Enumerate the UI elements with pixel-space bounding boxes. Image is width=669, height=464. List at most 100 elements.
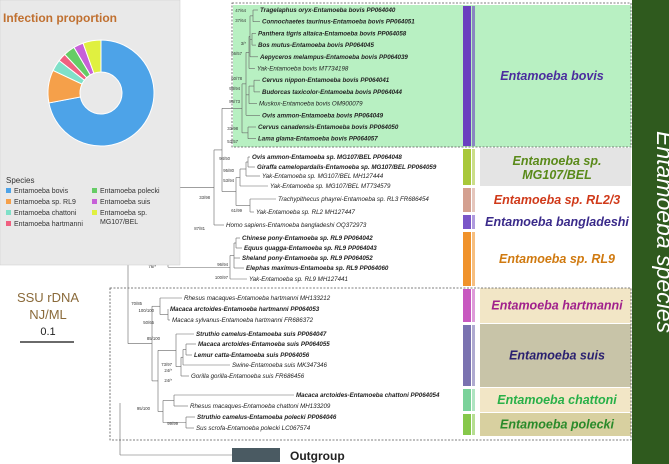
support-s21: 50/65 bbox=[143, 320, 154, 325]
side-label: Entamoeba species bbox=[652, 131, 669, 334]
legend-label-5-line2: MG107/BEL bbox=[100, 219, 138, 226]
legend-label-6: Entamoeba hartmanni bbox=[14, 221, 83, 228]
inset-title: Infection proportion bbox=[3, 11, 117, 25]
support-s9: 53/57 bbox=[227, 139, 238, 144]
tip-label-24: Rhesus macaques-Entamoeba hartmanni MH13… bbox=[184, 295, 331, 302]
legend-swatch-0 bbox=[6, 188, 11, 193]
tip-label-35: Sus scrofa-Entamoeba polecki LC067574 bbox=[196, 425, 311, 432]
tip-label-15: Yak-Entamoeba sp. MG107/BEL MT734579 bbox=[270, 183, 391, 190]
phylogenetic-tree bbox=[127, 9, 294, 429]
tip-label-32: Macaca arctoides-Entamoeba chattoni PP06… bbox=[296, 392, 440, 399]
tip-label-33: Rhesus macaques-Entamoeba chattoni MH133… bbox=[190, 403, 331, 410]
clade-name-0: Entamoeba bovis bbox=[500, 69, 604, 83]
legend-label-3: Entamoeba suis bbox=[100, 199, 151, 206]
support-values: 47/6437/643/*66/5760/7898/9486/7333/9853… bbox=[131, 8, 246, 426]
legend-swatch-3 bbox=[92, 199, 97, 204]
tip-label-11: Lama glama-Entamoeba bovis PP064057 bbox=[258, 136, 378, 143]
tip-label-14: Yak-Entamoeba sp. MG107/BEL MH127444 bbox=[262, 173, 384, 180]
support-s13: 61/99 bbox=[231, 208, 242, 213]
clade-name-1: Entamoeba sp. bbox=[513, 154, 602, 168]
clade-name-5: Entamoeba hartmanni bbox=[491, 299, 623, 313]
clade-bar-thin-8 bbox=[472, 414, 475, 435]
support-s7: 86/73 bbox=[229, 99, 240, 104]
clade-bar-thin-2 bbox=[472, 188, 475, 212]
legend-swatch-6 bbox=[6, 221, 11, 226]
clade-bar-thin-1 bbox=[472, 149, 475, 185]
support-s11: 95/80 bbox=[223, 168, 234, 173]
clade-panel-1 bbox=[480, 148, 631, 186]
clade-panel-6 bbox=[480, 324, 631, 387]
tip-label-6: Cervus nippon-Entamoeba bovis PP064041 bbox=[262, 77, 390, 84]
tip-label-10: Cervus canadensis-Entamoeba bovis PP0640… bbox=[258, 124, 399, 131]
tip-label-16: Trachypithecus phayrei-Entamoeba sp. RL3… bbox=[278, 196, 429, 203]
support-s14: 33/98 bbox=[199, 195, 210, 200]
clade-bar-2 bbox=[463, 188, 471, 212]
clade-bar-1 bbox=[463, 149, 471, 185]
legend-swatch-4 bbox=[6, 210, 11, 215]
tip-label-18: Homo sapiens-Entamoeba bangladeshi OQ372… bbox=[226, 222, 367, 229]
legend-swatch-2 bbox=[6, 199, 11, 204]
tip-label-3: Bos mutus-Entamoeba bovis PP064045 bbox=[258, 42, 374, 49]
scale-label: 0.1 bbox=[40, 326, 55, 338]
clade-name-7: Entamoeba chattoni bbox=[497, 393, 617, 407]
support-s22: 85/100 bbox=[147, 336, 161, 341]
legend-label-2: Entamoeba sp. RL9 bbox=[14, 199, 76, 206]
support-s19: 70/85 bbox=[131, 301, 142, 306]
tip-label-0: Tragelaphus oryx-Entamoeba bovis PP06404… bbox=[260, 7, 396, 14]
legend-label-1: Entamoeba polecki bbox=[100, 188, 160, 195]
clade-bar-5 bbox=[463, 289, 471, 322]
tip-label-13: Giraffa camelopardalis-Entamoeba sp. MG1… bbox=[257, 164, 437, 171]
clade-panel-5 bbox=[480, 288, 631, 323]
clade-name-1-line2: MG107/BEL bbox=[522, 168, 591, 182]
clade-name-4: Entamoeba sp. RL9 bbox=[499, 252, 615, 266]
support-s16: 96/94 bbox=[217, 262, 228, 267]
tip-label-12: Ovis ammon-Entamoeba sp. MG107/BEL PP064… bbox=[252, 154, 402, 161]
clade-name-8: Entamoeba polecki bbox=[500, 418, 614, 432]
tip-label-17: Yak-Entamoeba sp. RL2 MH127447 bbox=[256, 209, 356, 216]
support-s10: 94/50 bbox=[219, 156, 230, 161]
tip-label-28: Macaca arctoides-Entamoeba suis PP064055 bbox=[198, 341, 330, 348]
legend-label-4: Entamoeba chattoni bbox=[14, 210, 77, 217]
clade-background-panels bbox=[233, 5, 631, 436]
clade-panel-8 bbox=[480, 413, 631, 436]
support-s25: 24/* bbox=[164, 378, 172, 383]
tip-labels: Tragelaphus oryx-Entamoeba bovis PP06404… bbox=[170, 7, 440, 432]
tip-label-30: Swine-Entamoeba suis MK347346 bbox=[232, 362, 327, 369]
legend-swatch-5 bbox=[92, 210, 97, 215]
clade-bar-3 bbox=[463, 215, 471, 229]
clade-name-2: Entamoeba sp. RL2/3 bbox=[494, 193, 620, 207]
clade-bar-thin-7 bbox=[472, 389, 475, 411]
legend-title: Species bbox=[6, 176, 34, 185]
support-s3: 3/* bbox=[241, 41, 247, 46]
tip-label-2: Panthera tigris altaica-Entamoeba bovis … bbox=[258, 30, 407, 37]
clade-bar-6 bbox=[463, 325, 471, 386]
support-s12: 53/94 bbox=[223, 178, 234, 183]
legend-label-5: Entamoeba sp. bbox=[100, 210, 147, 217]
tip-label-7: Budorcas taxicolor-Entamoeba bovis PP064… bbox=[262, 89, 403, 96]
clade-bar-4 bbox=[463, 232, 471, 286]
support-s4: 66/57 bbox=[231, 51, 242, 56]
clade-bars bbox=[463, 6, 475, 435]
lower-group-dashed-box bbox=[109, 287, 632, 441]
support-s24: 24/* bbox=[164, 368, 172, 373]
clade-panel-7 bbox=[480, 388, 631, 412]
tip-label-23: Yak-Entamoeba sp. RL9 MH127441 bbox=[249, 276, 348, 283]
tip-label-4: Aepyceros melampus-Entamoeba bovis PP064… bbox=[259, 54, 408, 61]
tip-label-21: Sheland pony-Entamoeba sp. RL9 PP064052 bbox=[242, 255, 373, 262]
clade-bar-0 bbox=[463, 6, 471, 146]
tip-label-26: Macaca sylvanus-Entamoeba hartmanni FR68… bbox=[172, 317, 314, 324]
clade-bar-thin-4 bbox=[472, 232, 475, 286]
clade-panel-0 bbox=[233, 5, 631, 147]
tip-label-20: Equus quagga-Entamoeba sp. RL9 PP064043 bbox=[244, 245, 377, 252]
outgroup-bar bbox=[232, 448, 280, 462]
clade-bar-8 bbox=[463, 414, 471, 435]
tip-label-1: Connochaetes taurinus-Entamoeba bovis PP… bbox=[262, 19, 415, 26]
infection-pie-chart bbox=[47, 39, 155, 147]
support-s17: 100/97 bbox=[215, 275, 229, 280]
support-s18: 76/* bbox=[148, 264, 156, 269]
method-line1: SSU rDNA bbox=[17, 290, 79, 305]
clade-bar-thin-0 bbox=[472, 6, 475, 146]
